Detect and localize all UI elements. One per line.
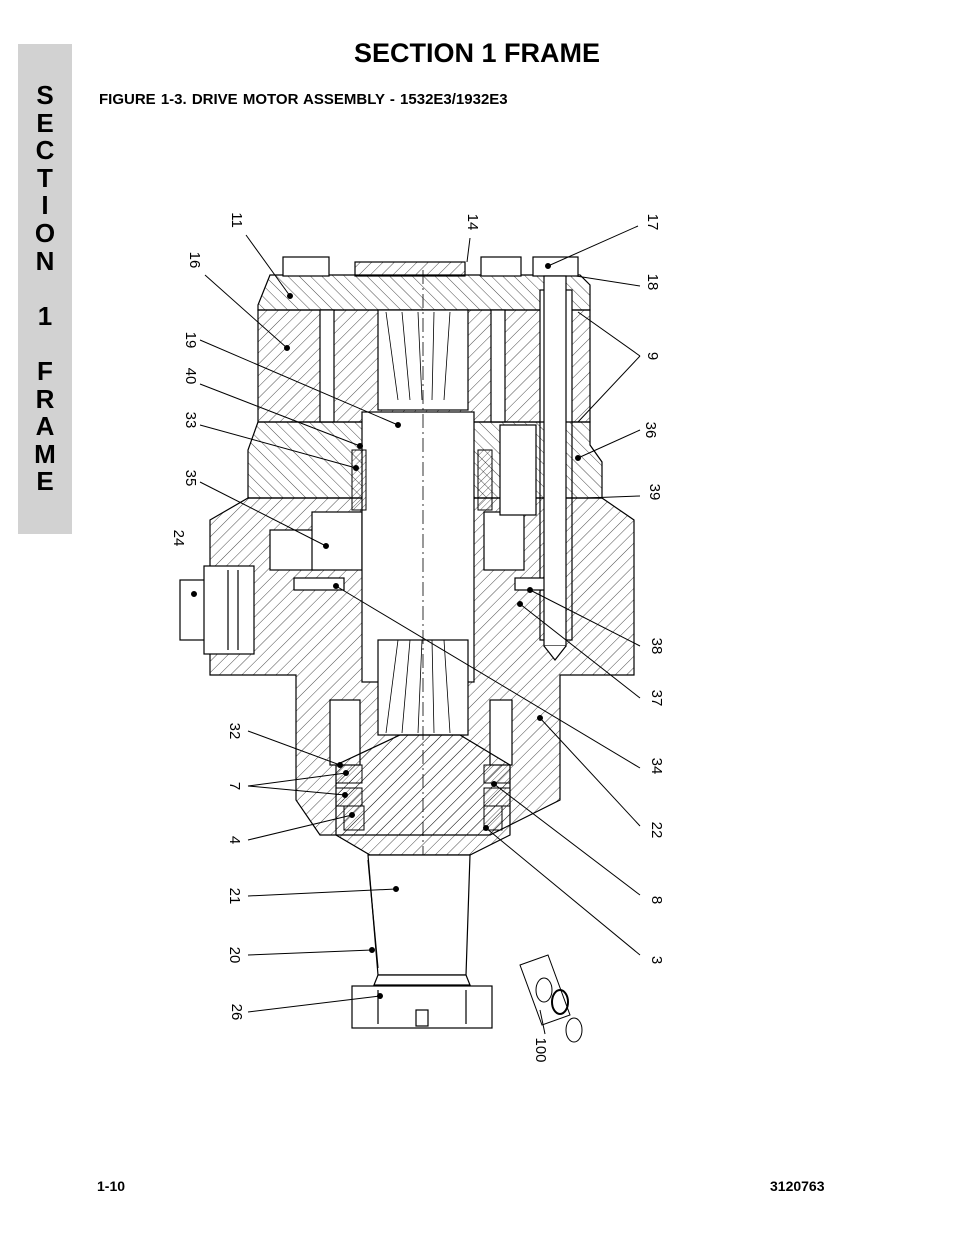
callout-labels: 11 16 19 40 33 35 24 32 7 4 21 20 26 14 … [170, 212, 665, 1062]
callout-34: 34 [648, 758, 665, 775]
side-letter: O [34, 217, 56, 248]
callout-16: 16 [186, 252, 203, 269]
side-letter: S [36, 80, 54, 110]
side-letter: 1 [37, 300, 53, 331]
callout-38: 38 [648, 638, 665, 655]
callout-11: 11 [228, 212, 245, 228]
callout-32: 32 [226, 723, 243, 740]
callout-40: 40 [182, 368, 199, 385]
callout-33: 33 [182, 412, 199, 429]
callout-100: 100 [532, 1037, 549, 1062]
side-letter: C [35, 135, 55, 166]
drive-shaft [361, 270, 475, 1030]
side-letter: A [35, 411, 55, 442]
castle-nut [351, 985, 493, 1029]
page-number: 1-10 [97, 1178, 126, 1194]
callout-22: 22 [648, 822, 665, 839]
callout-leaders [191, 225, 641, 1035]
side-letter: E [36, 466, 54, 497]
callout-9: 9 [644, 352, 661, 360]
callout-37: 37 [648, 690, 665, 707]
side-letter: R [35, 383, 55, 414]
callout-18: 18 [644, 274, 661, 291]
side-letter: F [37, 355, 53, 386]
callout-39: 39 [646, 484, 663, 501]
document-number: 3120763 [770, 1178, 825, 1194]
callout-20: 20 [226, 947, 243, 964]
side-letter: M [34, 438, 56, 469]
section-side-tab: S E C T I O N 1 F R A M E [18, 44, 72, 534]
callout-4: 4 [226, 836, 243, 844]
callout-21: 21 [226, 888, 243, 905]
callout-19: 19 [182, 332, 199, 349]
callout-26: 26 [228, 1004, 245, 1021]
callout-35: 35 [182, 470, 199, 487]
callout-17: 17 [644, 214, 661, 231]
callout-24: 24 [170, 530, 187, 547]
tie-bolt [543, 275, 567, 661]
callout-3: 3 [648, 956, 665, 964]
bearings-and-seals [335, 449, 511, 831]
callout-7: 7 [226, 782, 243, 790]
section-title: SECTION 1 FRAME [353, 38, 601, 68]
callout-36: 36 [642, 422, 659, 439]
side-letter: N [35, 245, 55, 276]
figure-title: FIGURE 1-3. DRIVE MOTOR ASSEMBLY - 1532E… [99, 91, 508, 108]
callout-14: 14 [464, 214, 481, 231]
side-tab-letters: S E C T I O N 1 F R A M E [18, 80, 72, 497]
callout-8: 8 [648, 896, 665, 904]
output-shaft [335, 734, 511, 986]
seal-kit [519, 954, 583, 1043]
side-letter: I [41, 190, 49, 221]
side-letter: T [37, 162, 53, 193]
side-letter: E [36, 107, 54, 138]
